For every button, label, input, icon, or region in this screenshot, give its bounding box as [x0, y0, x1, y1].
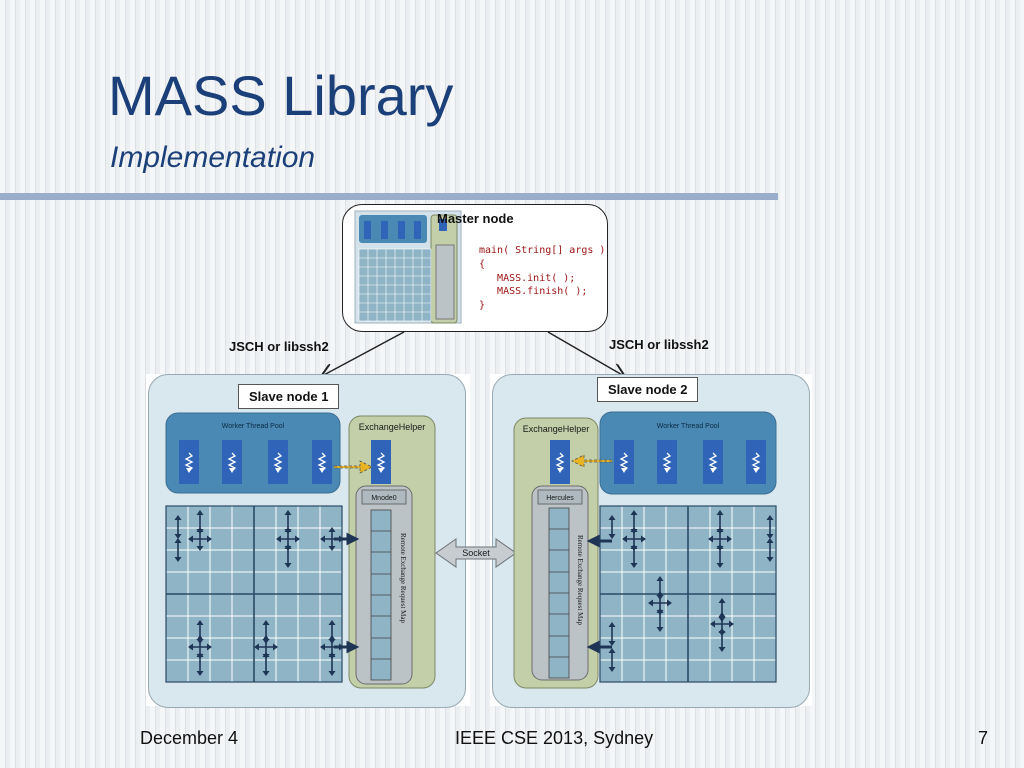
footer-date: December 4: [140, 728, 239, 748]
connection-right-label: JSCH or libssh2: [609, 337, 709, 352]
footer-conference: IEEE CSE 2013, Sydney: [455, 728, 654, 748]
master-worker-pool: [359, 215, 427, 243]
slave1-worker-pool: [165, 412, 341, 494]
slave1-thread-2: [222, 440, 242, 484]
slave1-map-label: Remote Exchange Request Map: [399, 533, 407, 624]
slave2-helper-thread: [550, 440, 570, 484]
slave1-place-grid: [165, 505, 343, 683]
master-code-snippet: main( String[] args ) { MASS.init( ); MA…: [479, 245, 606, 312]
slave2-node-name: Hercules: [546, 495, 574, 502]
slave1-export-arrow-bottom: [334, 640, 360, 654]
slave2-thread-1: [614, 440, 634, 484]
slave1-exchange-helper-label: ExchangeHelper: [359, 422, 426, 432]
connection-left-label: JSCH or libssh2: [229, 339, 329, 354]
slave2-export-arrow-bottom: [586, 640, 612, 654]
slave2-thread-4: [746, 440, 766, 484]
slave2-place-grid: [599, 505, 777, 683]
slave1-thread-1: [179, 440, 199, 484]
slave2-export-arrow-top: [586, 534, 612, 548]
slave2-handoff-arrow: [571, 454, 613, 468]
slave-node-1-label: Slave node 1: [238, 384, 340, 409]
slave1-worker-pool-label: Worker Thread Pool: [222, 423, 285, 430]
slave2-thread-2: [657, 440, 677, 484]
slide-title: MASS Library: [108, 64, 454, 127]
master-node-box: [342, 204, 608, 332]
slave1-handoff-arrow: [333, 460, 373, 474]
slave2-worker-pool: [599, 411, 777, 495]
slave1-export-arrow-top: [334, 532, 360, 546]
slave-node-2-label: Slave node 2: [597, 377, 699, 402]
footer-page-number: 7: [978, 728, 989, 748]
title-divider: [0, 193, 778, 200]
slave1-thread-4: [312, 440, 332, 484]
master-node-diagram: [354, 210, 462, 324]
slave2-map-label: Remote Exchange Request Map: [576, 535, 584, 626]
slave2-exchange-helper-label: ExchangeHelper: [523, 424, 590, 434]
master-node-label: Master node: [437, 211, 514, 226]
slave1-thread-3: [268, 440, 288, 484]
slave1-node-name: Mnode0: [371, 495, 396, 502]
slide-subtitle: Implementation: [110, 141, 316, 174]
slave1-helper-thread: [371, 440, 391, 484]
socket-label: Socket: [462, 548, 490, 558]
slave2-worker-pool-label: Worker Thread Pool: [657, 423, 720, 430]
master-request-map: [435, 244, 455, 320]
slave2-thread-3: [703, 440, 723, 484]
